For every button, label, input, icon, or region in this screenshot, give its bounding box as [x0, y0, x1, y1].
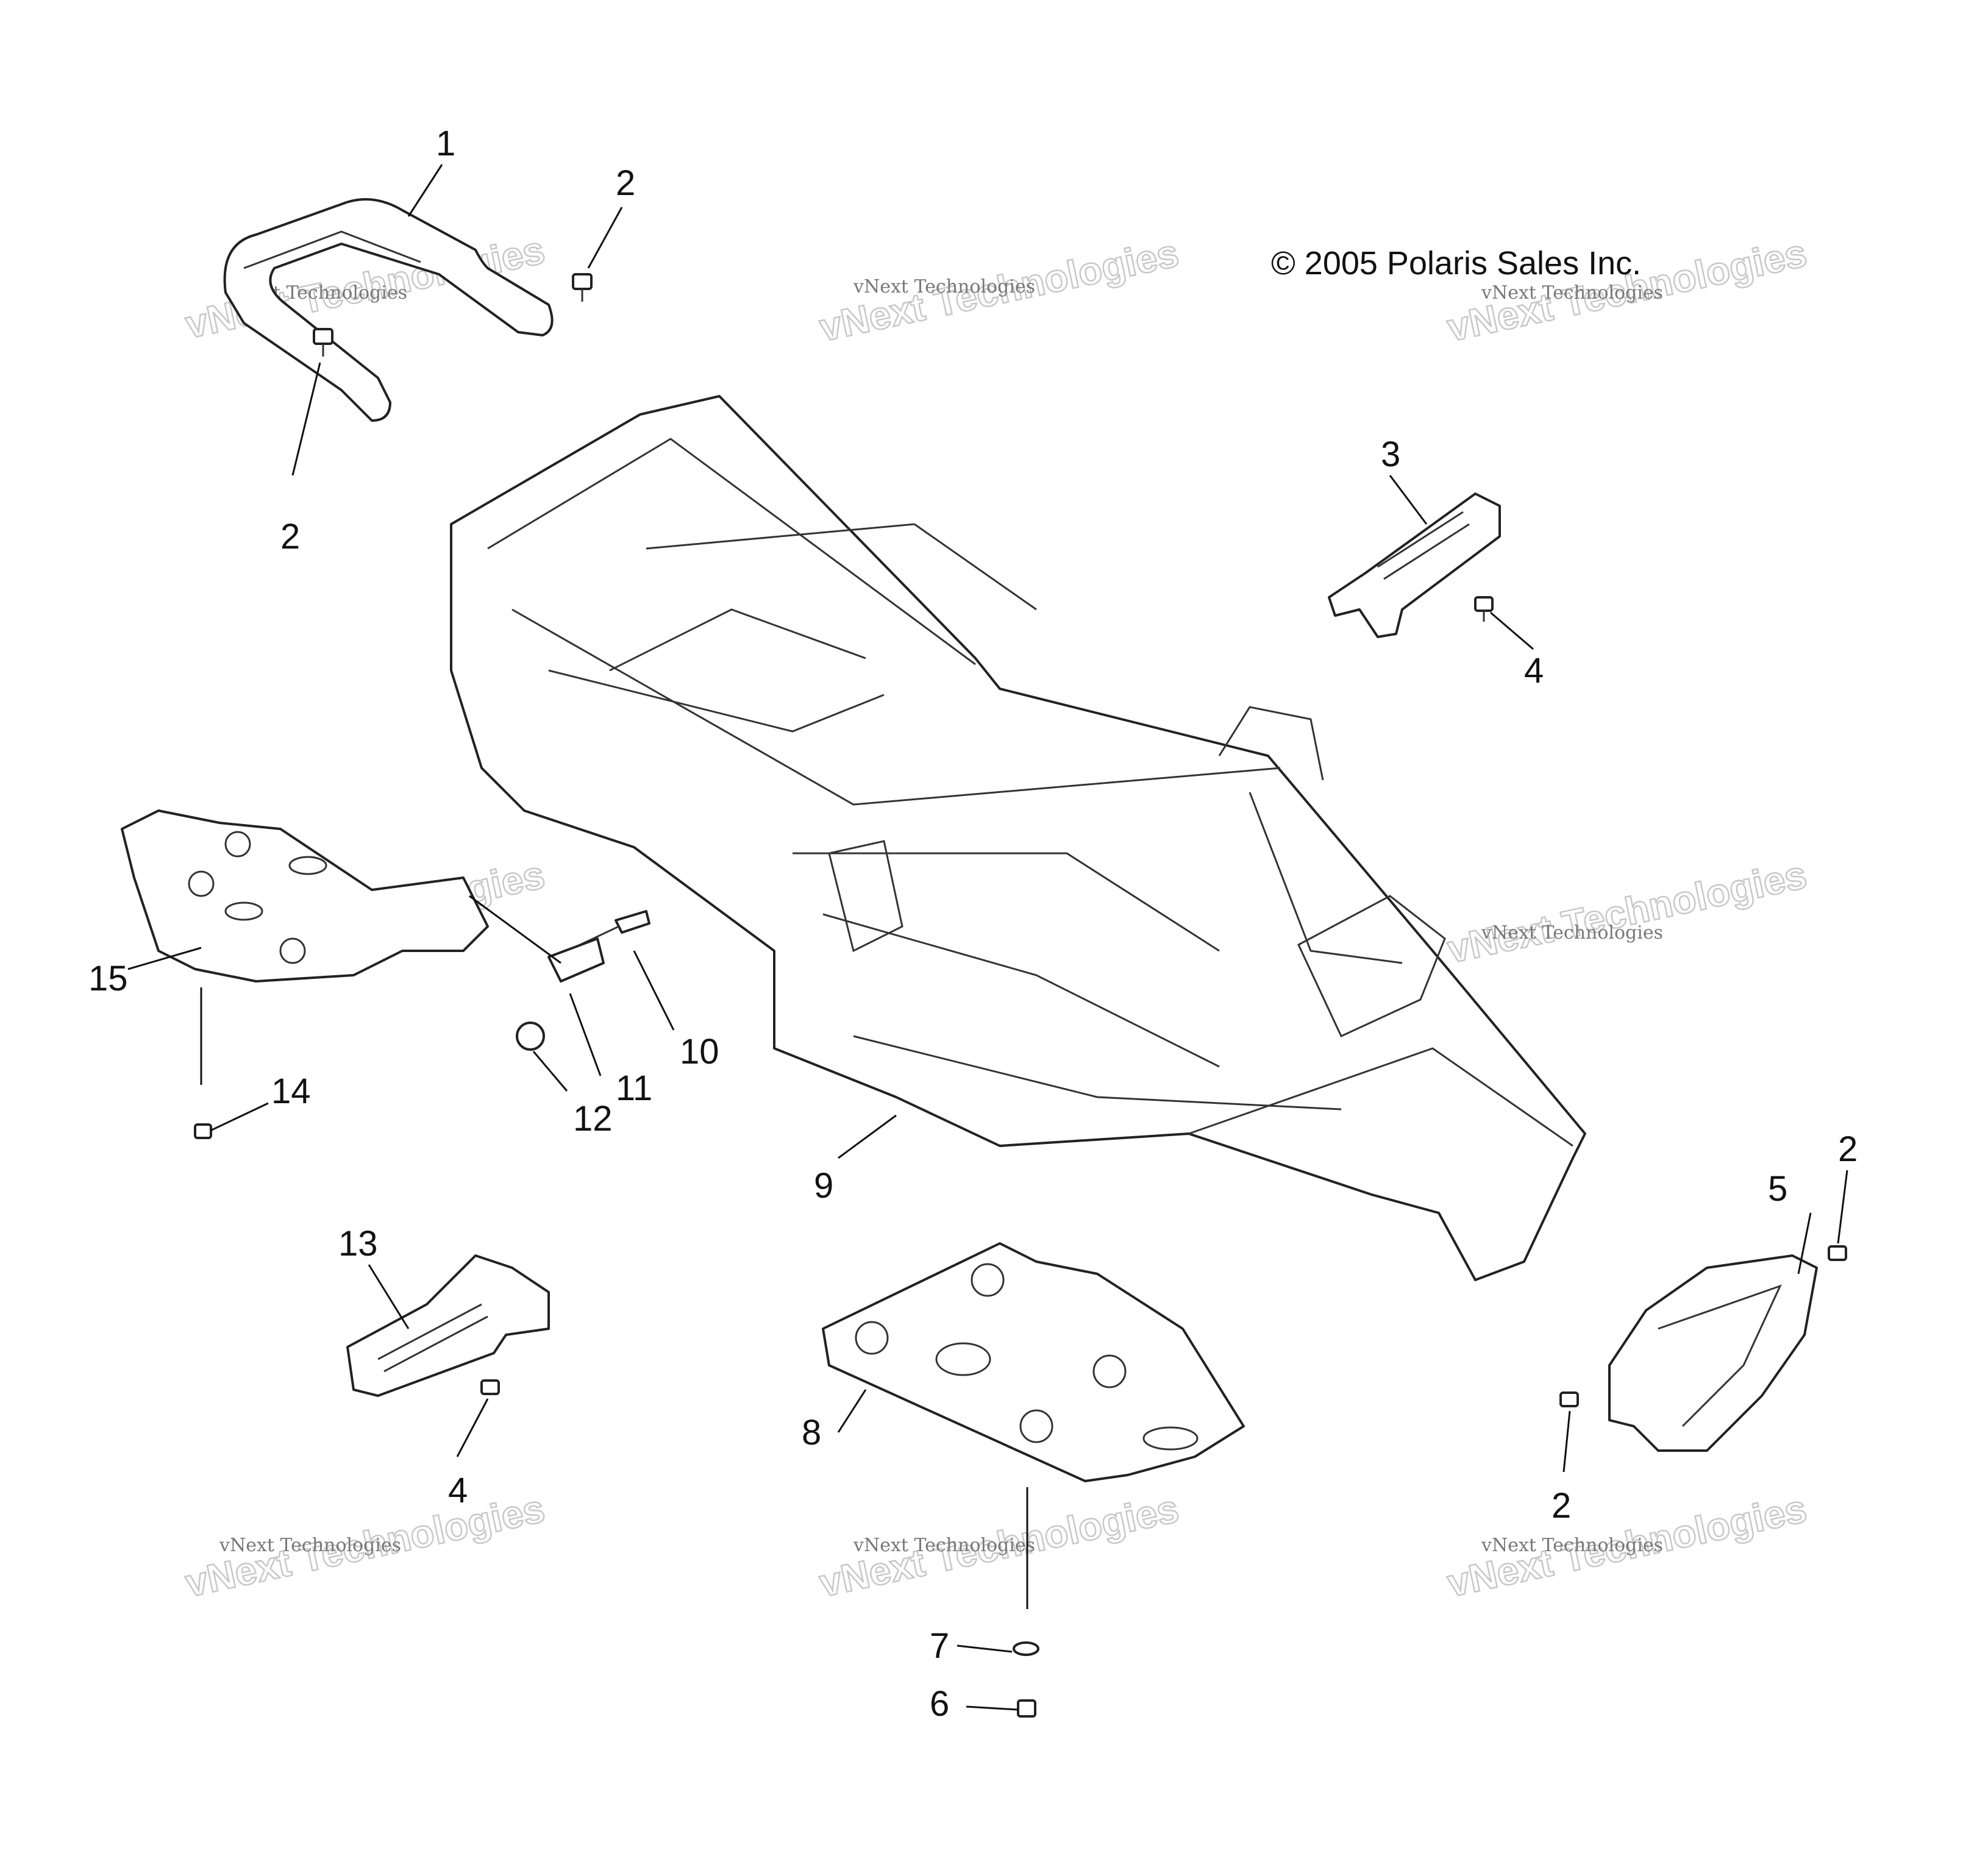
part-8-center-skid-plate: [822, 1242, 1245, 1482]
callout-13: 13: [338, 1224, 378, 1263]
callout-labels: 1 2 2 3 4 15 10 11 12 14 9 2 5 13 8 4 2 …: [88, 124, 1858, 1724]
part-15-front-skid-plate: [121, 809, 489, 983]
part-7-washer: [1013, 1641, 1039, 1656]
part-12-nut: [516, 1022, 545, 1051]
watermark-small: vNext Technologies: [1481, 282, 1663, 304]
copyright-notice: © 2005 Polaris Sales Inc.: [1271, 245, 1641, 282]
part-5-front-bumper: [1608, 1254, 1818, 1452]
callout-14: 14: [271, 1072, 311, 1111]
callout-3: 3: [1381, 435, 1400, 474]
watermark-small: vNext Technologies: [219, 1535, 401, 1556]
callout-6: 6: [930, 1684, 949, 1724]
part-6-bolt: [1017, 1699, 1036, 1718]
callout-9: 9: [814, 1166, 833, 1206]
callout-4: 4: [1524, 651, 1544, 691]
callout-2: 2: [1838, 1129, 1858, 1169]
watermark-large: vNext Technologies: [1444, 853, 1811, 972]
part-13-left-footrest-bracket: [346, 1254, 550, 1397]
callout-5: 5: [1768, 1169, 1787, 1209]
callout-11: 11: [616, 1068, 652, 1108]
callout-2: 2: [1552, 1486, 1571, 1526]
callout-2: 2: [280, 517, 300, 556]
leader-lines: [127, 164, 1848, 1711]
watermark-small: vNext Technologies: [853, 276, 1035, 297]
part-4-bolt-left: [480, 1379, 500, 1395]
watermark-small: vNext Technologies: [1481, 1535, 1663, 1556]
callout-8: 8: [802, 1413, 821, 1452]
callout-2: 2: [616, 163, 635, 203]
part-11-spacer-sleeve: [547, 937, 605, 983]
callout-12: 12: [573, 1099, 613, 1139]
callout-1: 1: [436, 124, 455, 163]
part-2-bolt-top: [572, 273, 593, 302]
part-2-bolt-bumper-left: [1559, 1391, 1579, 1407]
part-1-rear-grab-bar: [223, 198, 554, 422]
part-3-right-footrest-bracket: [1328, 492, 1501, 638]
part-4-bolt-right: [1474, 596, 1494, 622]
watermark-small: vNext Technologies: [1481, 922, 1663, 944]
watermark-small: vNext Technologies: [853, 1535, 1035, 1556]
part-14-bolt: [194, 1123, 212, 1139]
part-9-main-frame: [450, 395, 1586, 1281]
part-2-bolt-left: [313, 328, 333, 357]
part-2-bolt-bumper-right: [1828, 1245, 1847, 1261]
callout-4: 4: [448, 1471, 468, 1510]
callout-10: 10: [680, 1032, 719, 1072]
callout-15: 15: [88, 959, 128, 998]
callout-7: 7: [930, 1626, 949, 1666]
